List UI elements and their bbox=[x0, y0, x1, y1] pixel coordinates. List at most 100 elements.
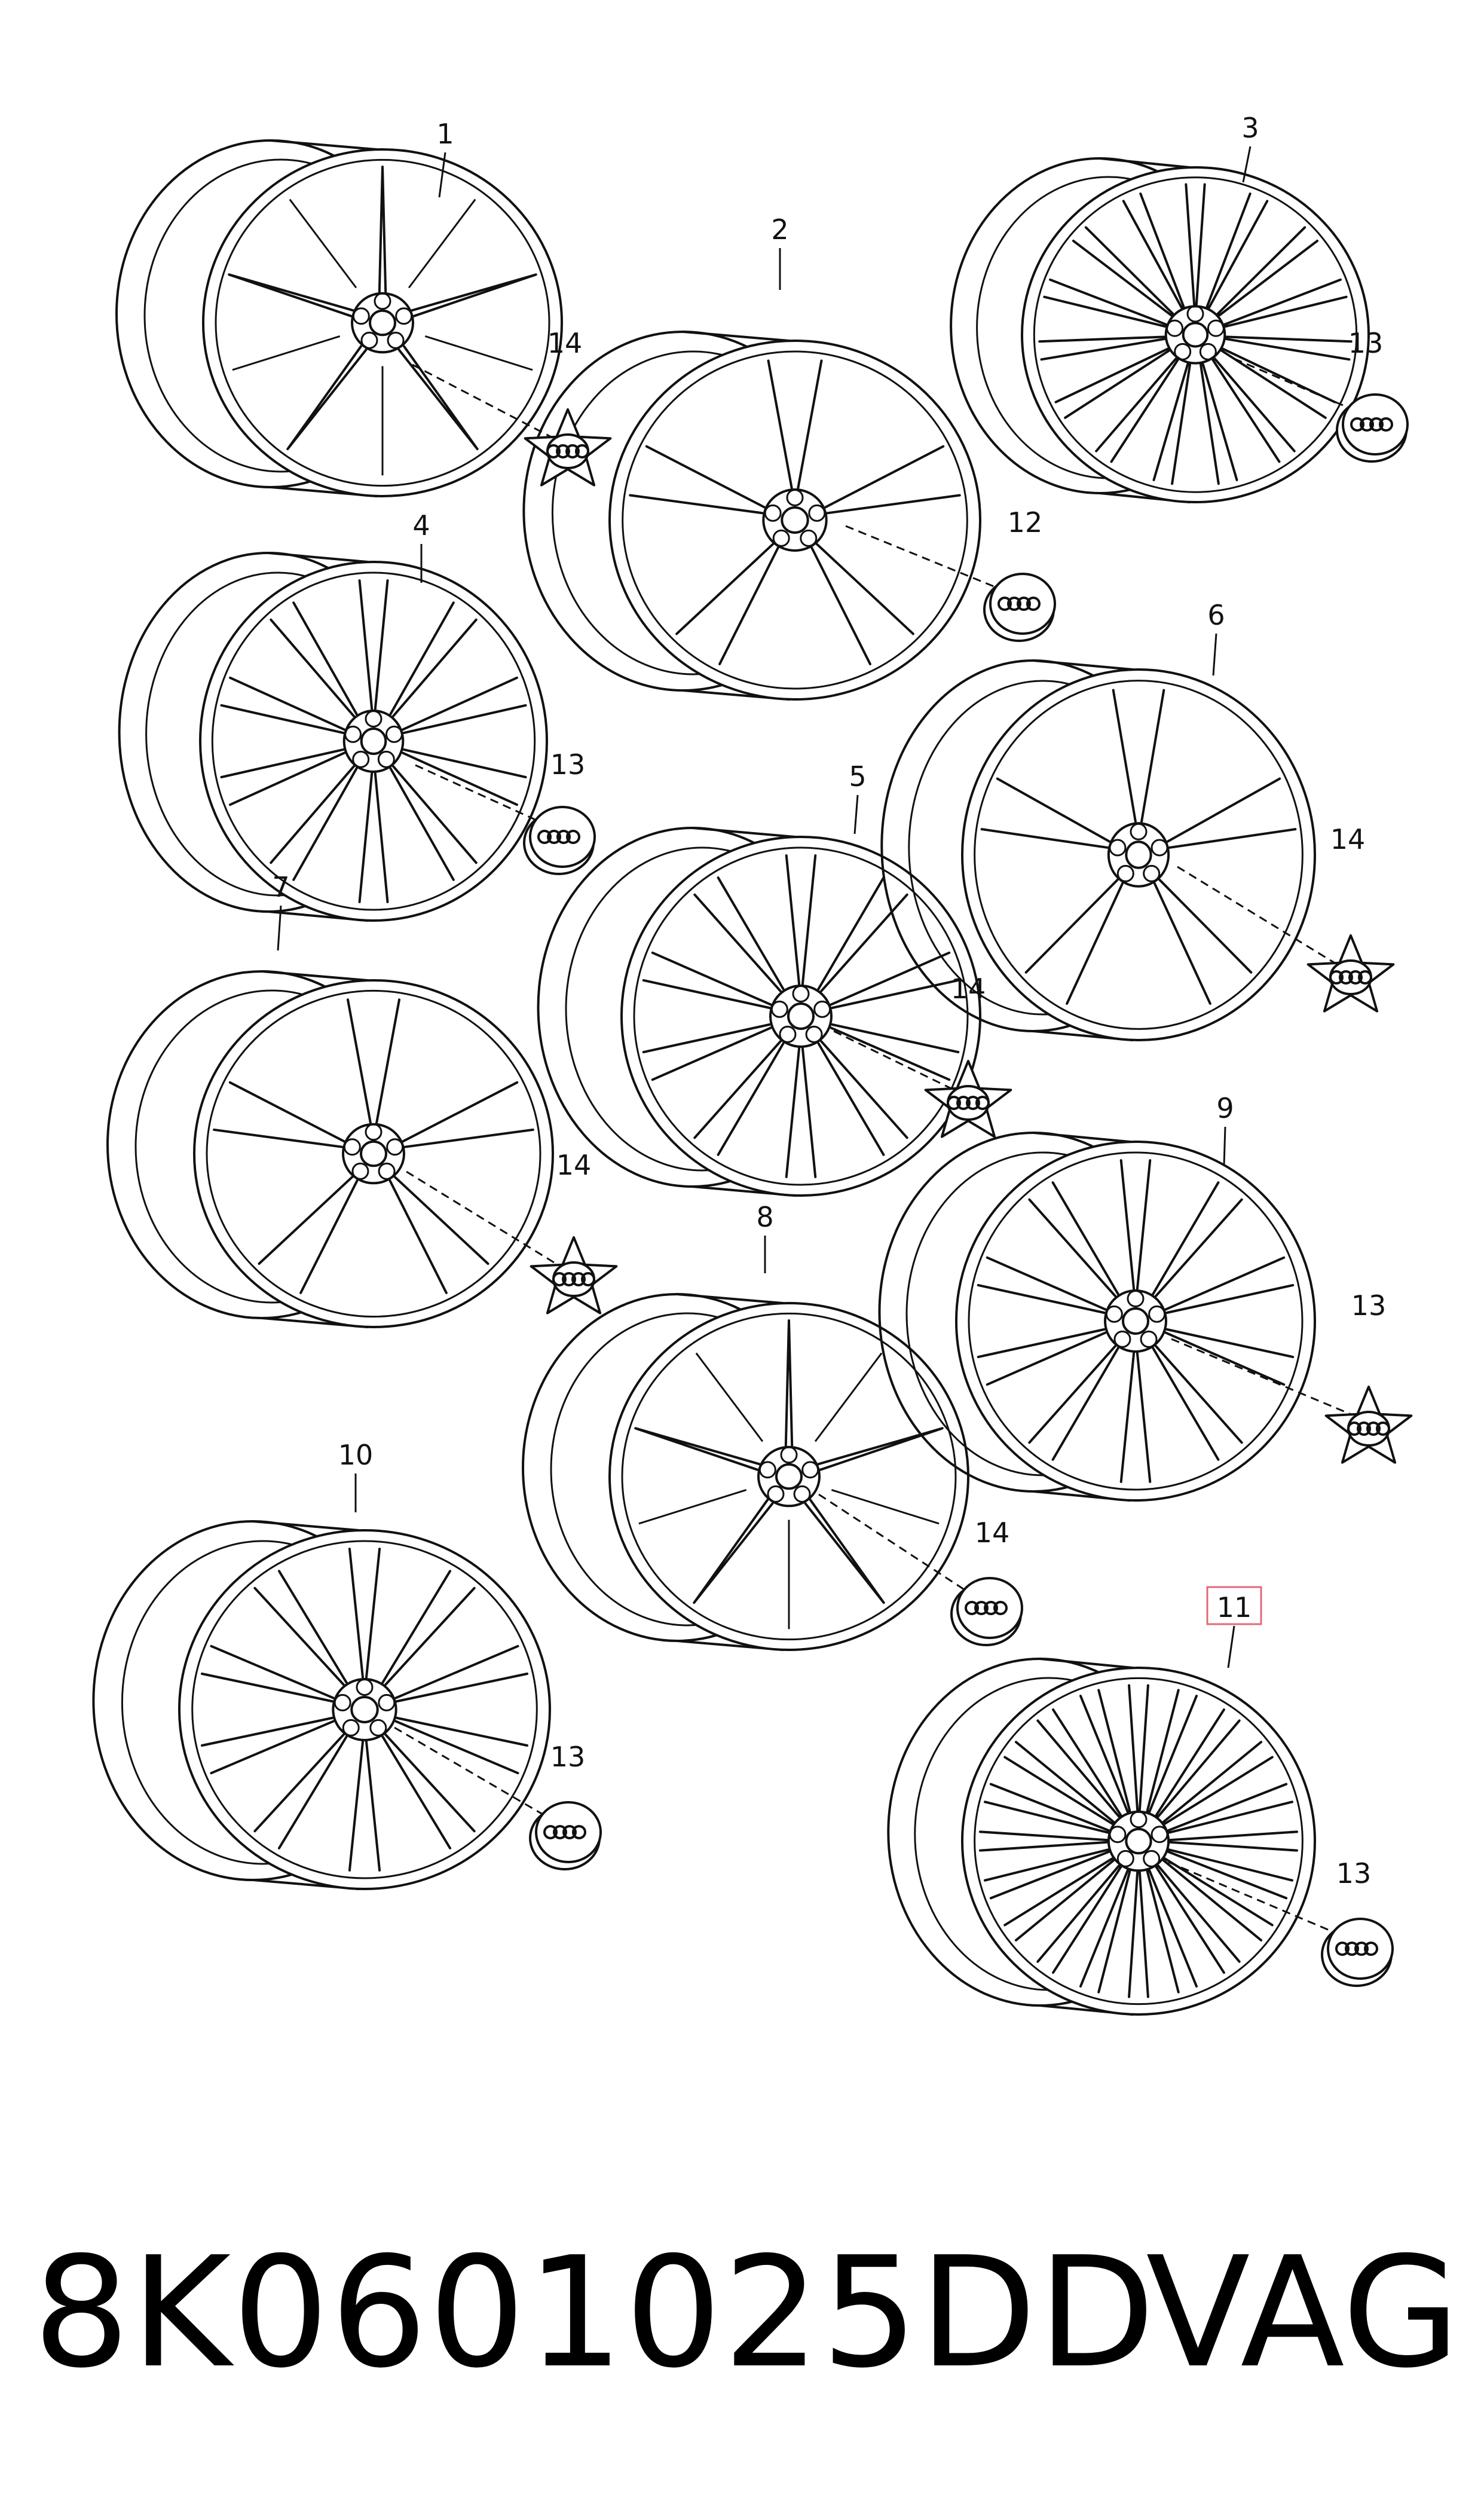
logo-ring bbox=[947, 1096, 961, 1110]
logo-ring bbox=[1329, 970, 1344, 985]
lug-hole bbox=[351, 1162, 369, 1180]
lug-hole bbox=[1109, 839, 1127, 857]
wheel-spoke bbox=[402, 1081, 534, 1148]
lug-hole bbox=[1130, 823, 1148, 840]
logo-ring bbox=[565, 444, 580, 458]
logo-ring bbox=[1358, 970, 1372, 985]
wheel-spoke bbox=[348, 1740, 381, 1872]
logo-ring bbox=[547, 830, 561, 844]
wheel-edge-top bbox=[270, 139, 378, 151]
four-rings-logo bbox=[537, 830, 580, 844]
wheel-spoke bbox=[270, 601, 358, 718]
four-rings-logo bbox=[1335, 1942, 1378, 1956]
four-rings-logo bbox=[1347, 1421, 1390, 1436]
center-cap-round: 12 bbox=[845, 506, 1056, 642]
wheel-spoke bbox=[1152, 362, 1191, 485]
wheel-1: 1 bbox=[115, 118, 563, 497]
callout-label-14: 14 bbox=[556, 1149, 592, 1181]
lug-hole bbox=[385, 725, 403, 743]
logo-ring bbox=[1350, 417, 1364, 432]
wheel-spoke bbox=[381, 1733, 476, 1849]
wheel-center-bore bbox=[360, 727, 387, 755]
wheel-center-bore bbox=[350, 1696, 379, 1723]
callout-label-12: 12 bbox=[1008, 506, 1043, 539]
four-rings-logo bbox=[546, 444, 589, 458]
wheel-spoke bbox=[389, 601, 478, 718]
lug-hole bbox=[772, 529, 790, 547]
wheel-spoke bbox=[397, 345, 479, 451]
four-rings-logo bbox=[998, 597, 1041, 611]
lug-hole bbox=[1116, 864, 1134, 882]
wheel-spoke bbox=[1162, 1741, 1274, 1825]
wheel-edge-top bbox=[252, 1520, 360, 1531]
wheel-spoke bbox=[348, 1548, 381, 1679]
four-rings-logo bbox=[1350, 417, 1393, 432]
footer: 8K0601025DD VAG bbox=[0, 2224, 1484, 2403]
lug-hole bbox=[808, 504, 826, 522]
round-cap-face bbox=[535, 1801, 602, 1863]
wheel-spoke bbox=[258, 1176, 359, 1294]
wheel-spoke bbox=[1079, 1869, 1131, 1994]
logo-ring bbox=[571, 1272, 586, 1286]
logo-ring bbox=[1376, 1421, 1390, 1436]
lug-hole bbox=[1186, 305, 1204, 323]
logo-ring bbox=[1348, 970, 1363, 985]
dashed-assembly-line bbox=[406, 1170, 562, 1268]
center-cap-star: 13 bbox=[1171, 1289, 1413, 1464]
lug-hole bbox=[333, 1693, 351, 1711]
wheel-spoke bbox=[817, 1427, 944, 1471]
wheel-edge-top bbox=[676, 1293, 784, 1304]
lug-hole bbox=[1105, 1305, 1123, 1323]
logo-ring bbox=[537, 830, 552, 844]
wheel-center-bore bbox=[1122, 1307, 1149, 1335]
wheel-rim-lip bbox=[974, 1677, 1304, 2006]
wheel-spoke bbox=[286, 345, 368, 451]
wheel-spoke-edge bbox=[695, 1352, 764, 1442]
center-cap-star: 14 bbox=[406, 1149, 618, 1314]
lug-hole bbox=[792, 985, 810, 1002]
wheel-edge-top bbox=[1099, 157, 1191, 169]
center-cap-round: 13 bbox=[415, 748, 596, 875]
wheel-spoke bbox=[642, 1023, 772, 1081]
lug-hole bbox=[1143, 864, 1161, 882]
callout-label-9: 9 bbox=[1216, 1092, 1234, 1124]
wheel-spoke bbox=[767, 359, 823, 490]
wheel-center-bore bbox=[1125, 840, 1152, 869]
wheel-spoke bbox=[984, 1783, 1110, 1834]
wheel-spoke bbox=[1216, 226, 1319, 317]
wheel-edge-top bbox=[1032, 659, 1134, 671]
wheel-spoke-edge bbox=[408, 198, 476, 289]
wheel-spoke bbox=[830, 1023, 960, 1081]
wheel-spoke bbox=[629, 445, 766, 515]
wheel-center-bore bbox=[1125, 1827, 1152, 1855]
dashed-assembly-line bbox=[415, 764, 547, 826]
round-cap-face bbox=[1342, 393, 1409, 456]
lug-hole bbox=[378, 1162, 396, 1180]
wheel-edge-top bbox=[267, 552, 369, 563]
wheel-edge-top bbox=[682, 331, 790, 342]
lug-hole bbox=[395, 307, 413, 325]
wheel-edge-top bbox=[1032, 1132, 1131, 1143]
wheel-spoke bbox=[1211, 357, 1296, 463]
callout-label-13: 13 bbox=[1351, 1289, 1387, 1322]
logo-ring bbox=[975, 1096, 990, 1110]
wheel-6: 6 bbox=[880, 599, 1316, 1041]
wheel-spoke bbox=[1164, 1328, 1295, 1386]
four-rings-logo bbox=[965, 1601, 1008, 1615]
logo-ring bbox=[1366, 1421, 1381, 1436]
wheel-spoke bbox=[1162, 1857, 1274, 1942]
lug-hole bbox=[1174, 343, 1192, 360]
lug-hole bbox=[767, 1485, 785, 1503]
logo-ring bbox=[993, 1601, 1008, 1615]
dashed-assembly-line bbox=[833, 1030, 957, 1092]
lug-hole bbox=[1199, 343, 1217, 360]
logo-ring bbox=[556, 444, 570, 458]
four-rings-logo bbox=[1329, 970, 1372, 985]
lug-hole bbox=[365, 710, 383, 727]
dashed-assembly-line bbox=[394, 1726, 553, 1821]
logo-ring bbox=[1007, 597, 1021, 611]
wheel-spoke bbox=[1223, 278, 1348, 328]
lug-hole bbox=[1113, 1330, 1131, 1348]
wheel-spoke bbox=[978, 1830, 1108, 1852]
wheel-rim-lip bbox=[215, 158, 550, 487]
